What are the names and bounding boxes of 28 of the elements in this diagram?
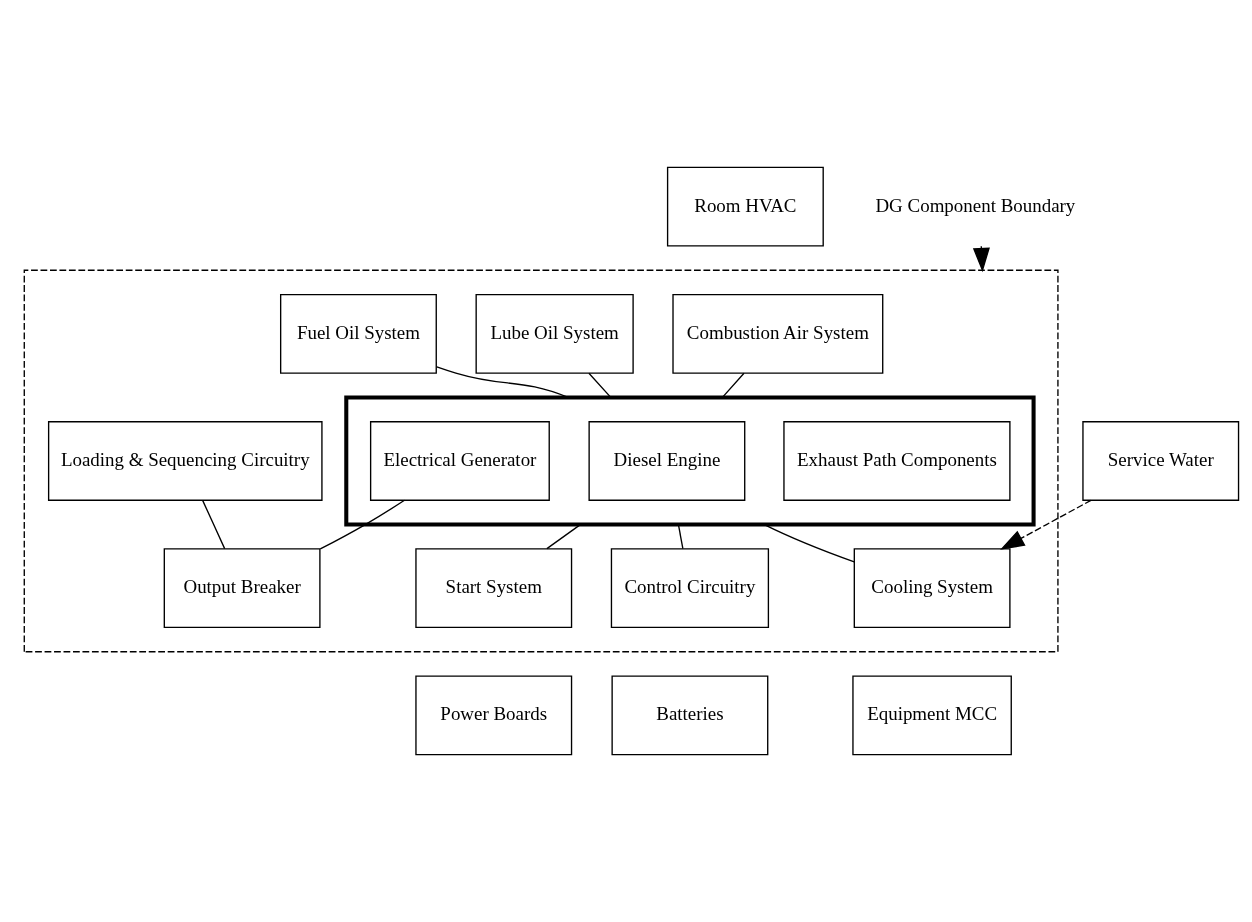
node-box: Power Boards	[415, 675, 573, 756]
connector	[721, 372, 745, 399]
node-box: Combustion Air System	[672, 293, 884, 374]
node-box: Diesel Engine	[588, 421, 746, 501]
connector	[588, 372, 612, 399]
node-box: Lube Oil System	[475, 293, 634, 374]
connector	[436, 366, 569, 399]
node-box: Loading & Sequencing Circuitry	[47, 421, 323, 501]
node-box: Start System	[415, 548, 573, 629]
node-box: Fuel Oil System	[280, 293, 437, 374]
connector	[546, 523, 581, 550]
node-box: Room HVAC	[666, 166, 824, 247]
node-box: Equipment MCC	[852, 675, 1012, 756]
arrow	[1000, 499, 1092, 550]
connector	[677, 523, 684, 550]
node-box: Batteries	[611, 675, 769, 756]
cluster	[23, 269, 1059, 653]
node-box: Exhaust Path Components	[783, 421, 1011, 501]
node-box: Output Breaker	[163, 548, 321, 629]
arrow	[972, 245, 990, 273]
node-text: DG Component Boundary	[875, 194, 1076, 216]
node-box: Electrical Generator	[369, 421, 550, 501]
cluster	[344, 395, 1036, 527]
node-box: Cooling System	[853, 548, 1011, 629]
connector	[763, 523, 855, 563]
node-box: Control Circuitry	[610, 548, 770, 629]
node-box: Service Water	[1082, 421, 1240, 501]
connector	[201, 499, 226, 550]
